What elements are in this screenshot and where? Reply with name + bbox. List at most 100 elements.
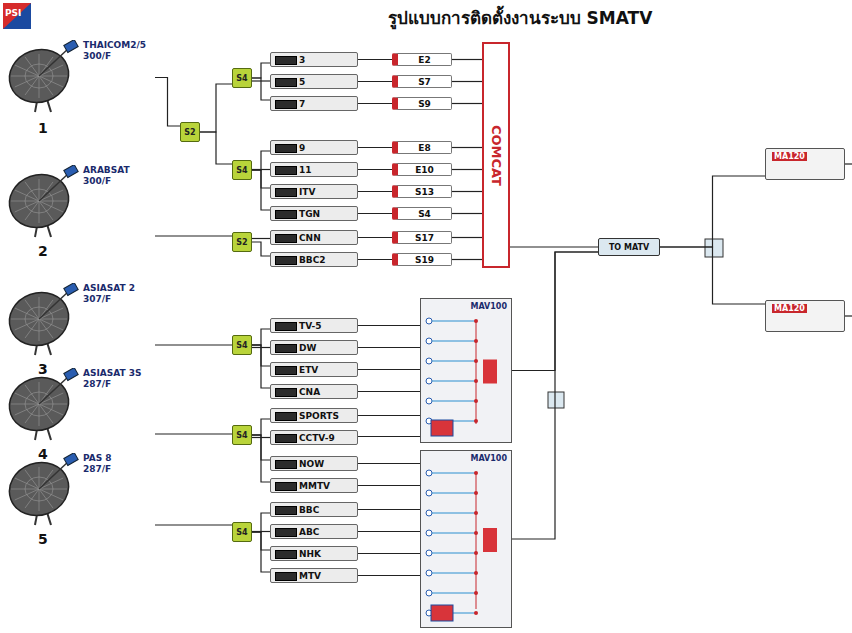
- bus-line: [476, 473, 477, 609]
- dish-rib: [39, 404, 40, 426]
- lnb-arm: [39, 461, 69, 489]
- satellite-receiver: NHK: [270, 546, 358, 561]
- multiswitch: S2: [232, 232, 252, 252]
- input-port: [426, 470, 432, 476]
- receiver-display: [275, 572, 297, 581]
- input-port: [426, 510, 432, 516]
- node-label: 11: [299, 165, 312, 175]
- node-label: NHK: [299, 549, 321, 559]
- rack-label-plate: [431, 420, 453, 436]
- rack-drawing: [421, 451, 513, 629]
- receiver-display: [275, 100, 297, 109]
- satellite-receiver: 3: [270, 52, 358, 67]
- receiver-display: [275, 434, 297, 443]
- node-label: E10: [415, 165, 434, 175]
- coax-cable: [452, 259, 482, 260]
- node-label: S4: [236, 528, 247, 537]
- satellite-receiver: ABC: [270, 524, 358, 539]
- node-label: 7: [299, 99, 305, 109]
- satellite-receiver: BBC2: [270, 252, 358, 267]
- dish-drawing: [5, 165, 81, 240]
- coax-cable: [155, 433, 232, 434]
- coax-cable: [358, 531, 420, 532]
- receiver-display: [275, 460, 297, 469]
- receiver-display: [275, 528, 297, 537]
- dish-drawing: [5, 453, 81, 528]
- receiver-display: [275, 188, 297, 197]
- node-label: 9: [299, 143, 305, 153]
- node-label: S9: [418, 99, 431, 109]
- coax-cable: [358, 325, 420, 326]
- node-label: 3: [299, 55, 305, 65]
- node-sublabel: 307/F: [83, 294, 135, 305]
- internal-line: [432, 361, 476, 362]
- satellite-receiver: DW: [270, 340, 358, 355]
- coax-cable: [452, 213, 482, 214]
- node-label: ASIASAT 2: [83, 283, 135, 294]
- bus-line: [476, 321, 477, 424]
- dish-caption: ASIASAT 3S287/F: [83, 368, 142, 390]
- coax-cable: [358, 436, 420, 437]
- lnb: [64, 368, 78, 380]
- dish-caption: ARABSAT300/F: [83, 165, 130, 187]
- dish-drawing: [5, 40, 81, 115]
- satellite-receiver: 5: [270, 74, 358, 89]
- node-label: S4: [236, 431, 247, 440]
- modulator-rack: MAV100: [420, 298, 512, 443]
- dish-rib: [25, 57, 39, 76]
- dish-rib: [39, 54, 40, 76]
- node-label: TV-5: [299, 321, 321, 331]
- dish-number: 1: [38, 120, 48, 136]
- dish-reflector: [5, 284, 76, 353]
- dish-reflector: [5, 166, 76, 235]
- receiver-display: [275, 482, 297, 491]
- coax-cable: [452, 103, 482, 104]
- node-label: MAV100: [471, 302, 508, 311]
- coax-cable: [358, 553, 420, 554]
- coax-cable: [200, 132, 232, 164]
- coax-cable: [358, 81, 392, 82]
- satellite-dish: ARABSAT300/F: [5, 165, 155, 240]
- coax-cable: [358, 509, 420, 510]
- dish-rib: [39, 382, 40, 404]
- dish-rib: [39, 319, 63, 330]
- dish-rib: [39, 179, 40, 201]
- node-label: MTV: [299, 571, 321, 581]
- coax-cable: [358, 391, 420, 392]
- node-label: MMTV: [299, 481, 330, 491]
- coax-cable: [358, 169, 392, 170]
- port-dot: [474, 611, 478, 615]
- node-label: DW: [299, 343, 316, 353]
- multiswitch: S4: [232, 335, 252, 355]
- coax-cable: [252, 329, 270, 345]
- coax-cable: [358, 463, 420, 464]
- satellite-receiver: MTV: [270, 568, 358, 583]
- internal-line: [432, 493, 476, 494]
- coax-cable: [452, 81, 482, 82]
- dish-rib: [39, 319, 40, 341]
- coax-cable: [200, 84, 232, 132]
- satellite-receiver: TGN: [270, 206, 358, 221]
- internal-line: [432, 533, 476, 534]
- dish-rib: [15, 319, 39, 330]
- satellite-receiver: NOW: [270, 456, 358, 471]
- lnb: [64, 283, 78, 295]
- coax-cable: [510, 246, 598, 247]
- coax-cable: [512, 252, 598, 539]
- lnb: [64, 453, 78, 465]
- receiver-display: [275, 388, 297, 397]
- dish-rib: [39, 201, 63, 212]
- dish-caption: THAICOM2/5300/F: [83, 40, 146, 62]
- coax-cable: [358, 415, 420, 416]
- satellite-receiver: CCTV-9: [270, 430, 358, 445]
- receiver-display: [275, 506, 297, 515]
- coax-cable: [452, 237, 482, 238]
- output-cable: [845, 315, 852, 316]
- dish-rib: [15, 201, 39, 212]
- dish-rib: [39, 467, 40, 489]
- coax-cable: [358, 347, 420, 348]
- coax-cable: [358, 237, 392, 238]
- coax-cable: [155, 235, 232, 236]
- input-port: [426, 590, 432, 596]
- coax-cable: [252, 513, 270, 532]
